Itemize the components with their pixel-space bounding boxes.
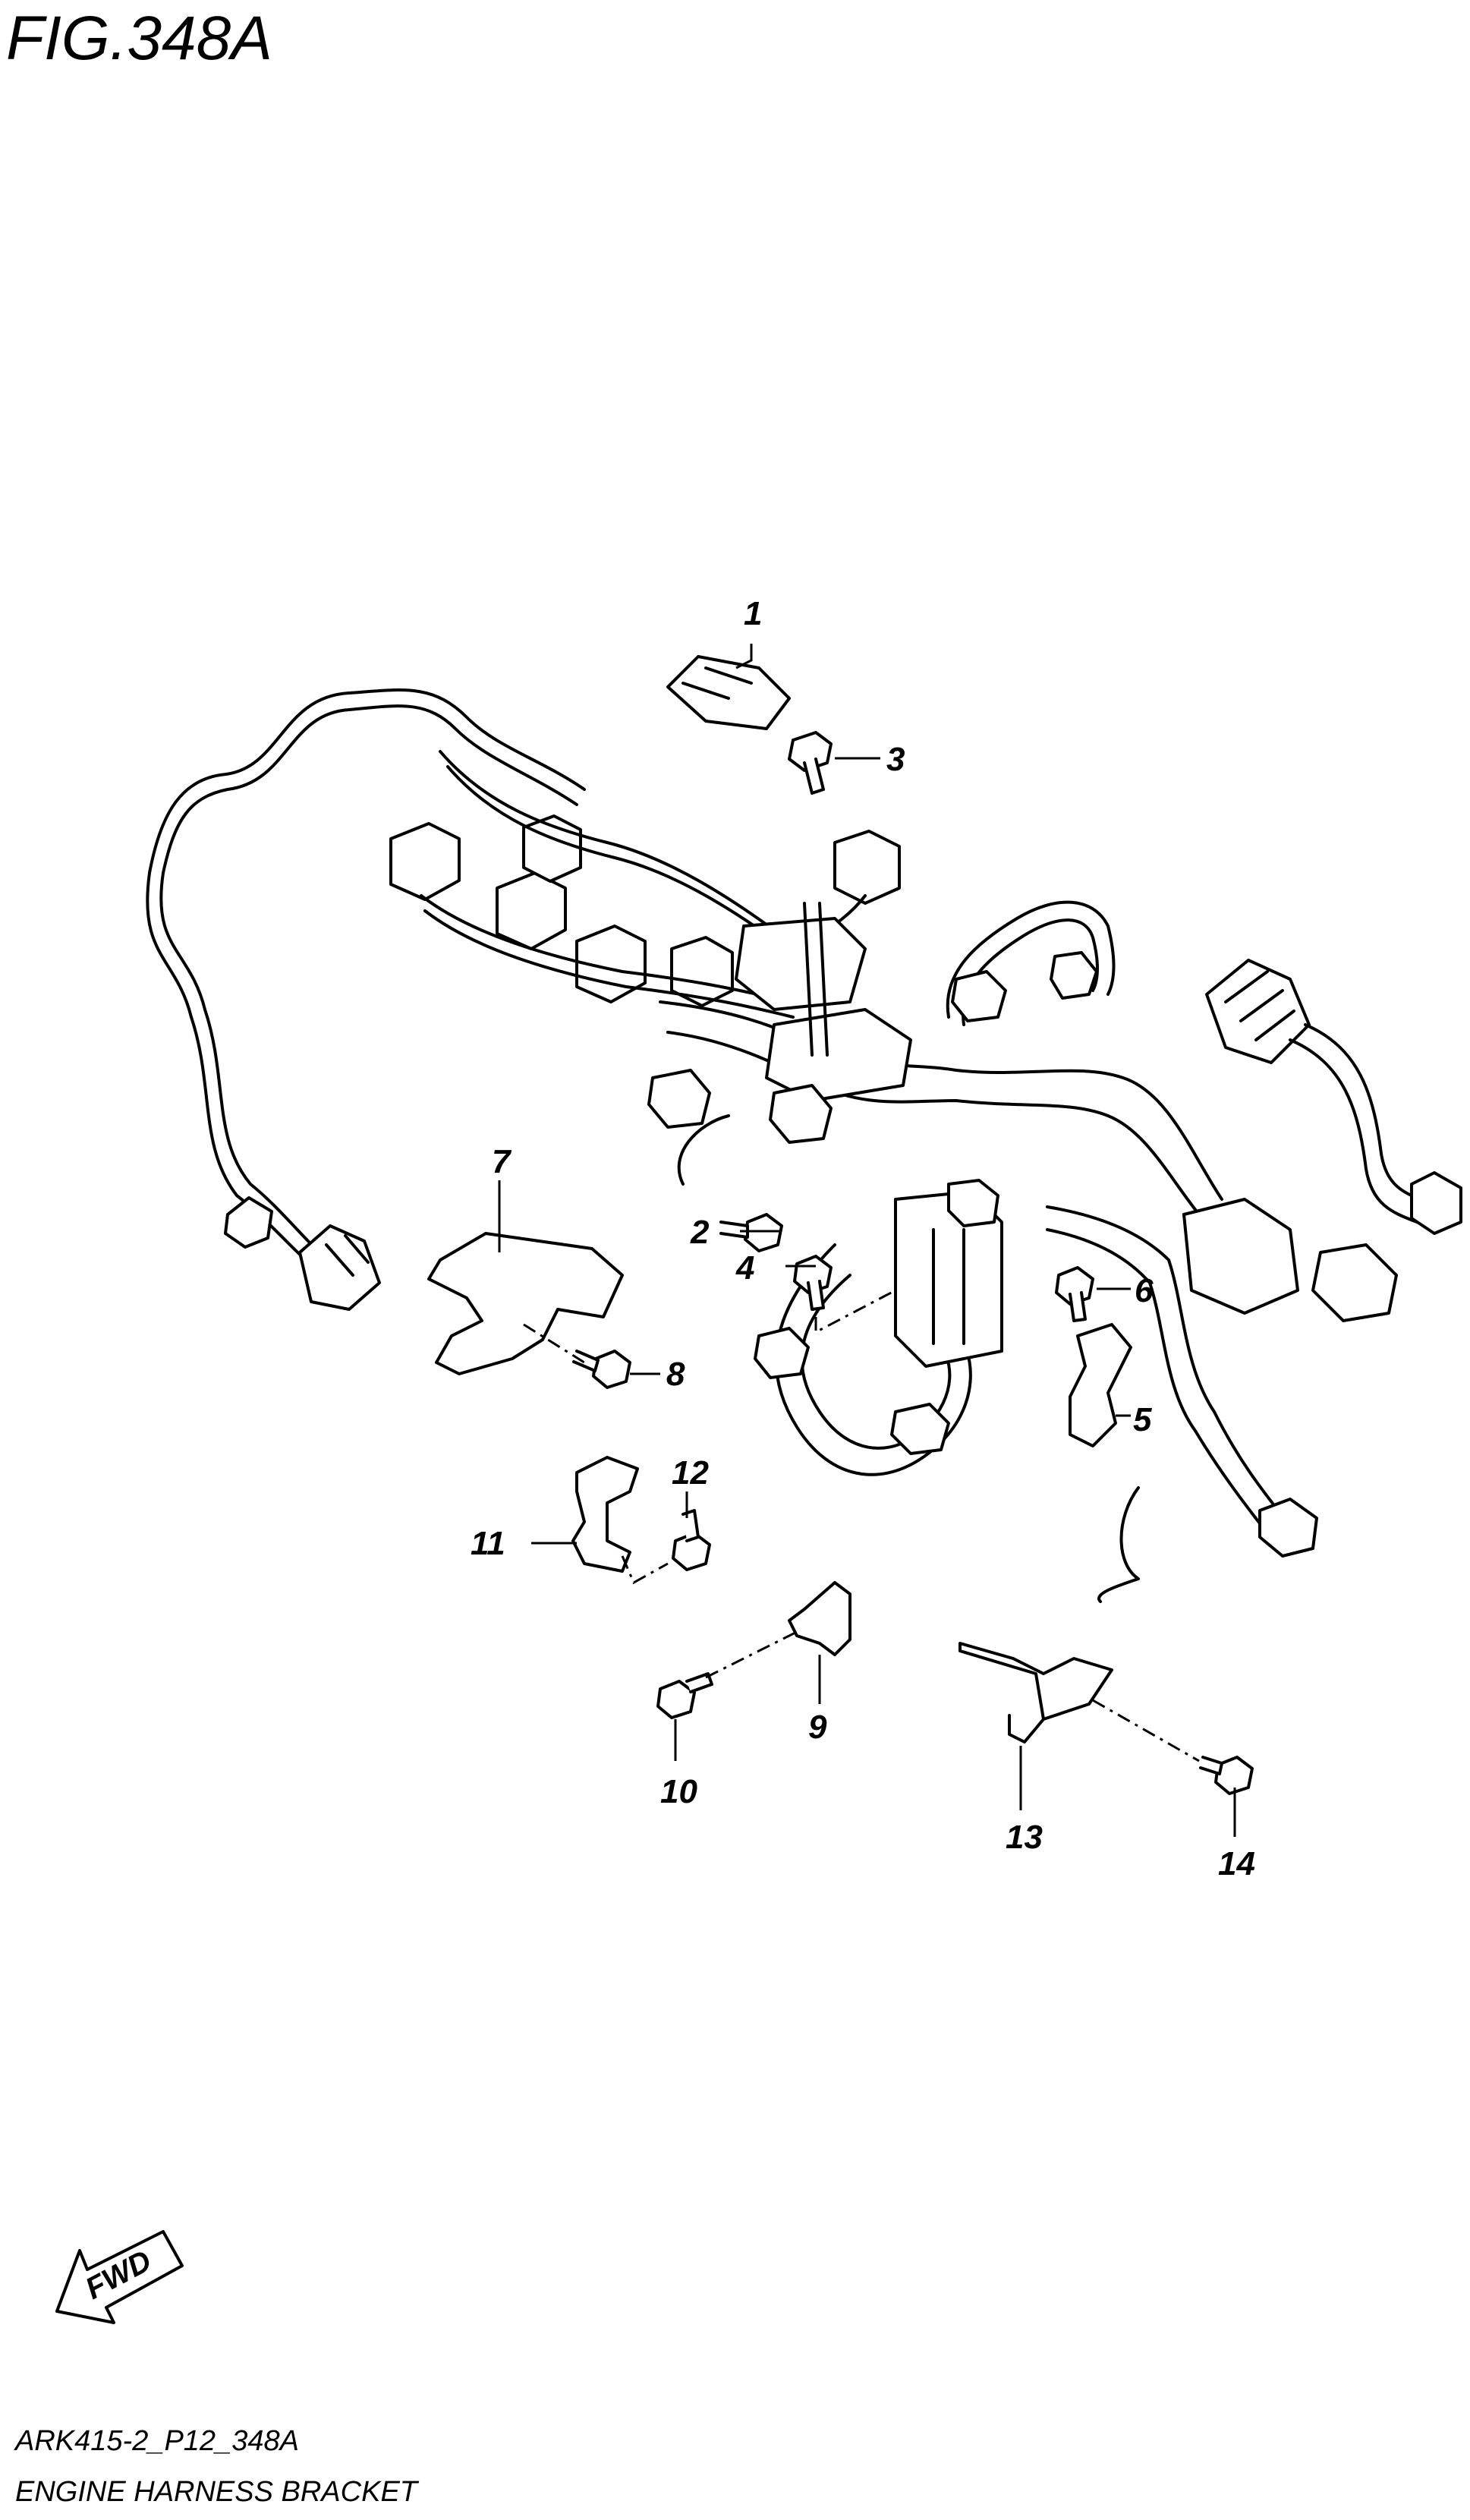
bolt-12 — [672, 1509, 711, 1571]
fwd-arrow-icon: FWD — [55, 2230, 184, 2324]
callout-10: 10 — [660, 1773, 697, 1810]
bracket-5 — [1069, 1323, 1132, 1447]
figure-title: FIG.348A — [6, 4, 272, 73]
bolt-8 — [572, 1350, 631, 1389]
harness-clamp — [666, 655, 791, 730]
callout-5: 5 — [1133, 1401, 1152, 1438]
leader-lines — [498, 644, 1236, 1837]
bracket-7 — [427, 1232, 624, 1375]
callout-7: 7 — [492, 1143, 512, 1180]
callout-1: 1 — [744, 595, 762, 632]
bracket-11 — [571, 1456, 639, 1573]
callout-8: 8 — [666, 1356, 685, 1393]
bracket-9 — [788, 1581, 851, 1656]
engine-wiring-harness — [146, 688, 1462, 1603]
bracket-13 — [958, 1642, 1113, 1744]
callout-12: 12 — [672, 1454, 709, 1492]
bolt-3 — [788, 731, 833, 795]
bolt-14 — [1199, 1756, 1254, 1795]
callout-14: 14 — [1218, 1845, 1255, 1882]
callout-4: 4 — [735, 1249, 754, 1287]
assembly-lines — [523, 1289, 1200, 1762]
bolt-2 — [719, 1213, 783, 1252]
callout-3: 3 — [886, 741, 905, 778]
bolt-10 — [656, 1672, 713, 1719]
figure-code: ARK415-2_P12_348A — [14, 2425, 299, 2457]
callout-6: 6 — [1135, 1272, 1154, 1309]
callout-2: 2 — [690, 1214, 710, 1251]
figure-caption: ENGINE HARNESS BRACKET — [15, 2476, 420, 2508]
callout-13: 13 — [1006, 1819, 1043, 1856]
callout-11: 11 — [471, 1525, 505, 1562]
bolt-6 — [1055, 1266, 1094, 1322]
callout-9: 9 — [808, 1709, 827, 1746]
